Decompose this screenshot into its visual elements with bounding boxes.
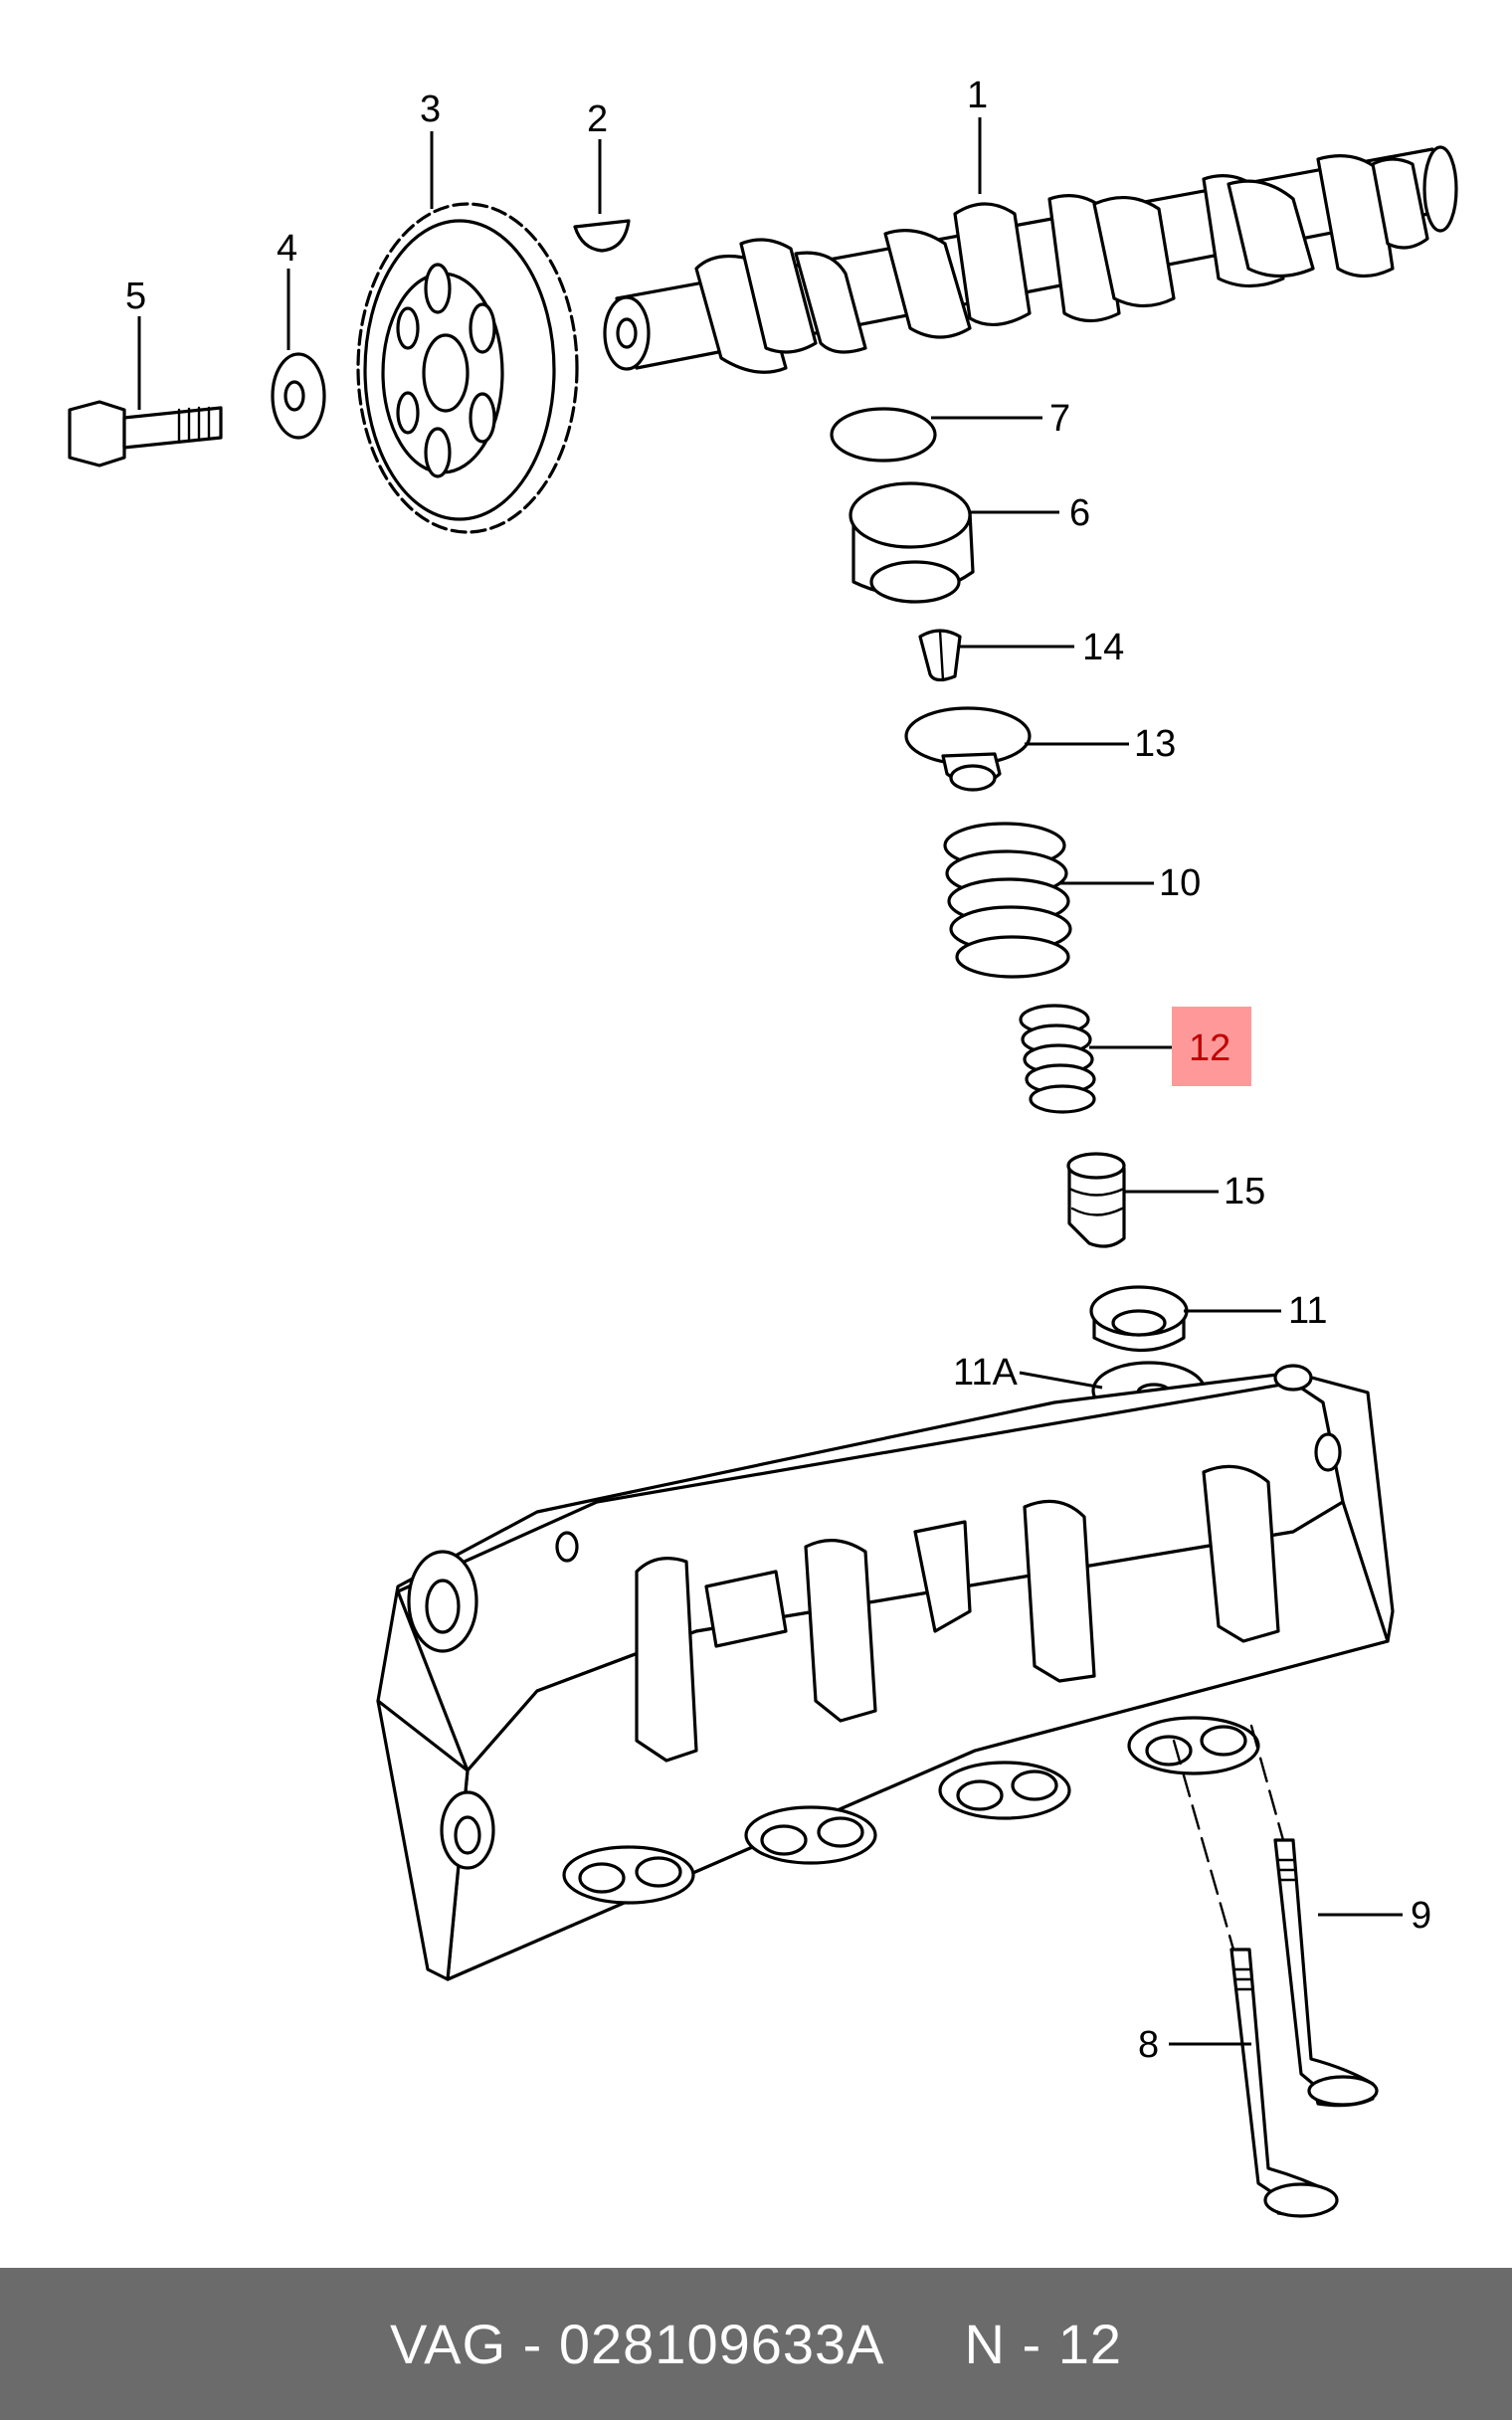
camshaft	[603, 145, 1458, 374]
callout-7[interactable]: 7	[1049, 398, 1070, 440]
callout-11[interactable]: 11	[1288, 1290, 1327, 1332]
bolt	[68, 400, 223, 467]
valve-cotters	[918, 629, 962, 682]
callout-1[interactable]: 1	[967, 75, 988, 116]
exploded-parts-diagram: 1 2 3 4 5 7 6 14 13 10 12 15 11 11A 9 8	[68, 75, 1458, 2218]
exhaust-valve	[1273, 1838, 1379, 2108]
inner-valve-spring	[1019, 1004, 1096, 1114]
callout-12[interactable]: 12	[1189, 1027, 1230, 1069]
footer-part-number: 028109633A	[558, 2313, 885, 2375]
callout-13[interactable]: 13	[1134, 723, 1176, 765]
callout-9[interactable]: 9	[1411, 1895, 1431, 1937]
callout-3[interactable]: 3	[420, 89, 441, 130]
callout-6[interactable]: 6	[1069, 492, 1090, 534]
valve-stem-seal	[1066, 1152, 1126, 1248]
outer-valve-spring	[943, 822, 1072, 979]
spring-retainer	[904, 706, 1032, 792]
washer	[271, 352, 326, 440]
shim	[830, 407, 937, 463]
cylinder-head	[376, 1364, 1395, 1981]
footer-separator: -	[522, 2313, 543, 2375]
callout-2[interactable]: 2	[587, 98, 608, 140]
footer-brand: VAG	[389, 2313, 507, 2375]
leader-11a	[1019, 1371, 1103, 1390]
woodruff-key	[573, 219, 631, 253]
callout-8[interactable]: 8	[1138, 2024, 1159, 2066]
valve-guide-line-intake	[1172, 1739, 1235, 1952]
footer-bar: VAG - 028109633A N - 12	[0, 2268, 1512, 2420]
spring-seat	[1089, 1285, 1189, 1353]
callout-5[interactable]: 5	[125, 276, 146, 317]
callout-14[interactable]: 14	[1082, 627, 1124, 668]
intake-valve	[1229, 1948, 1339, 2218]
valve-guide-line-exhaust	[1249, 1724, 1285, 1842]
callout-4[interactable]: 4	[277, 228, 297, 270]
highlight-box	[1172, 1007, 1251, 1086]
camshaft-sprocket	[356, 202, 579, 534]
bucket-tappet	[849, 481, 975, 604]
footer-position-label: N - 12	[964, 2313, 1123, 2375]
callout-15[interactable]: 15	[1224, 1171, 1265, 1212]
callout-11a[interactable]: 11A	[953, 1352, 1018, 1394]
callout-10[interactable]: 10	[1159, 862, 1201, 904]
